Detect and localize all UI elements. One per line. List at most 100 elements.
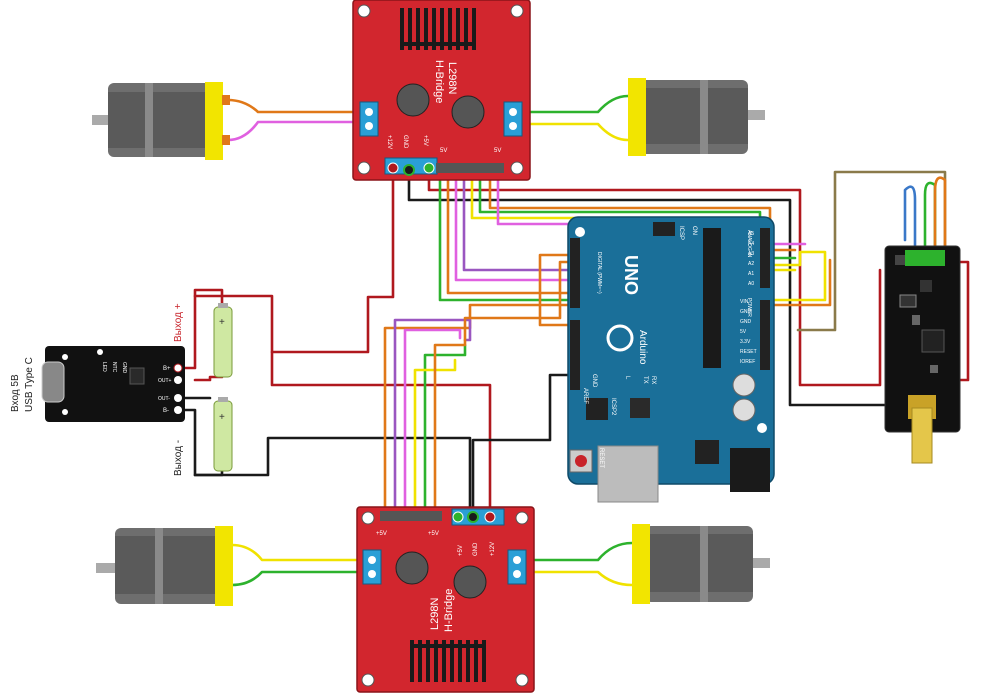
antenna (911, 407, 933, 464)
hbridge-top-name: H-Bridge (433, 60, 445, 103)
wire-green-nrf (923, 181, 937, 257)
wire-green-bottom (423, 343, 467, 517)
wire-magenta-bottom (403, 328, 462, 517)
wire-black-battery-bot (176, 408, 224, 477)
wire-red-battery-top (176, 288, 224, 370)
analog-pin-label: A1 (748, 271, 754, 277)
battery-bottom-plus: + (219, 412, 225, 423)
wire-black-battery (193, 436, 472, 517)
pin-top-12v[interactable] (387, 162, 399, 174)
wire-magenta-motor-tl (226, 120, 367, 142)
hbridge-top-gnd-label: GND (402, 135, 408, 149)
terminal-bottom-right (507, 549, 527, 585)
charger-pin-bminus: B- (163, 408, 169, 414)
arduino-digital-label: DIGITAL (PWM=~) (596, 252, 602, 294)
power-pin-label: GND (740, 319, 752, 325)
terminal-top-right (503, 101, 523, 137)
output-plus-label: Выход + (173, 303, 184, 342)
arduino-tx: TX (642, 376, 648, 384)
pin-top-5v[interactable] (423, 162, 435, 174)
pin-bplus[interactable] (173, 363, 183, 373)
hbridge-top: L298N H-Bridge +12V GND +5V 5V 5V (352, 0, 531, 181)
arduino-rx: RX (650, 376, 656, 384)
wire-red-bottom-12v (270, 350, 492, 517)
hbridge-bottom-model: L298N (429, 598, 441, 630)
arduino-icsp: ICSP (678, 226, 684, 240)
arduino-gnd: GND (591, 374, 597, 388)
wire-purple-bottom (393, 318, 472, 517)
arduino-on: ON (691, 226, 697, 235)
battery-bottom: + (213, 397, 233, 472)
terminal-top-left (359, 101, 379, 137)
pin-bottom-12v[interactable] (484, 511, 496, 523)
power-header (760, 300, 770, 370)
header-bottom-signal (380, 511, 442, 521)
terminal-bottom-left (362, 549, 382, 585)
icsp-header (653, 222, 675, 236)
analog-header (760, 228, 770, 288)
pin-ominus[interactable] (174, 394, 182, 402)
charger-pin-oplus: OUT+ (158, 378, 172, 384)
usb-port (597, 445, 659, 503)
analog-pin-label: A0 (748, 281, 754, 287)
atmega-chip (703, 228, 721, 368)
wire-green-motor-tr (518, 94, 630, 114)
nrf-module (884, 245, 961, 464)
charger-module: LED NTC GND B+ OUT+ OUT- B- (41, 346, 185, 422)
wire-green-motor-br (518, 541, 634, 562)
wire-orange-bottom (383, 303, 577, 517)
digital-header (570, 238, 580, 308)
wire-purple-top-1 (462, 168, 577, 272)
arduino-sub: Arduino (637, 330, 648, 365)
wire-orange-bottom-2 (433, 260, 577, 517)
arduino-logo-icon (606, 324, 634, 352)
arduino-aref: AREF (582, 388, 588, 404)
power-pin-label: GND (740, 309, 752, 315)
hbridge-top-en-a: 5V (440, 148, 447, 154)
hbridge-bottom: L298N H-Bridge +5V GND +12V +5V +5V (356, 506, 535, 693)
pin-bottom-gnd[interactable] (467, 511, 479, 523)
battery-top: + (213, 303, 233, 378)
hbridge-bottom-gnd-label: GND (473, 542, 479, 556)
wire-orange-top-2 (488, 168, 797, 252)
heatsink-icon (410, 640, 486, 682)
motor-top-right (628, 78, 765, 156)
digital-header-2 (570, 320, 580, 390)
input-label-1: Вход 5В (10, 374, 21, 412)
wire-green-top-1 (438, 168, 577, 302)
arduino-l: L (624, 376, 630, 380)
hbridge-top-model: L298N (446, 62, 458, 94)
output-minus-label: Выход - (173, 440, 184, 476)
motor-bottom-left (96, 526, 233, 606)
motor-top-left (92, 82, 230, 160)
wire-blue-nrf (903, 185, 917, 257)
charger-ntc: NTC (111, 362, 117, 373)
power-pin-label: IOREF (740, 359, 755, 365)
wires (176, 94, 970, 587)
arduino-icsp2: ICSP2 (610, 398, 616, 416)
wire-yellow-analog (598, 250, 827, 302)
wire-magenta-top-1 (454, 168, 577, 282)
power-pin-label: 5V (740, 329, 747, 335)
arduino-power-label: POWER (746, 298, 752, 317)
hbridge-bottom-en-a: +5V (376, 531, 387, 537)
wire-red-main (427, 166, 882, 387)
pin-top-gnd[interactable] (403, 164, 415, 176)
analog-pin-label: A5 (748, 231, 754, 237)
battery-top-plus: + (219, 317, 225, 328)
icsp2-header (586, 398, 608, 420)
wire-red-top-12v (193, 166, 395, 354)
wire-green-motor-bl (230, 570, 365, 587)
input-label-2: USB Type C (24, 357, 35, 412)
power-pin-label: 3.3V (740, 339, 751, 345)
wire-orange-top-1 (446, 168, 570, 295)
hbridge-bottom-12v-label: +12V (490, 542, 496, 556)
wire-orange-analog (758, 258, 832, 307)
charger-led: LED (101, 362, 107, 372)
wire-orange-nrf (933, 176, 947, 257)
pin-bminus[interactable] (174, 406, 182, 414)
pin-bottom-5v[interactable] (452, 511, 464, 523)
charger-pin-ominus: OUT- (158, 396, 170, 402)
pin-oplus[interactable] (174, 376, 182, 384)
